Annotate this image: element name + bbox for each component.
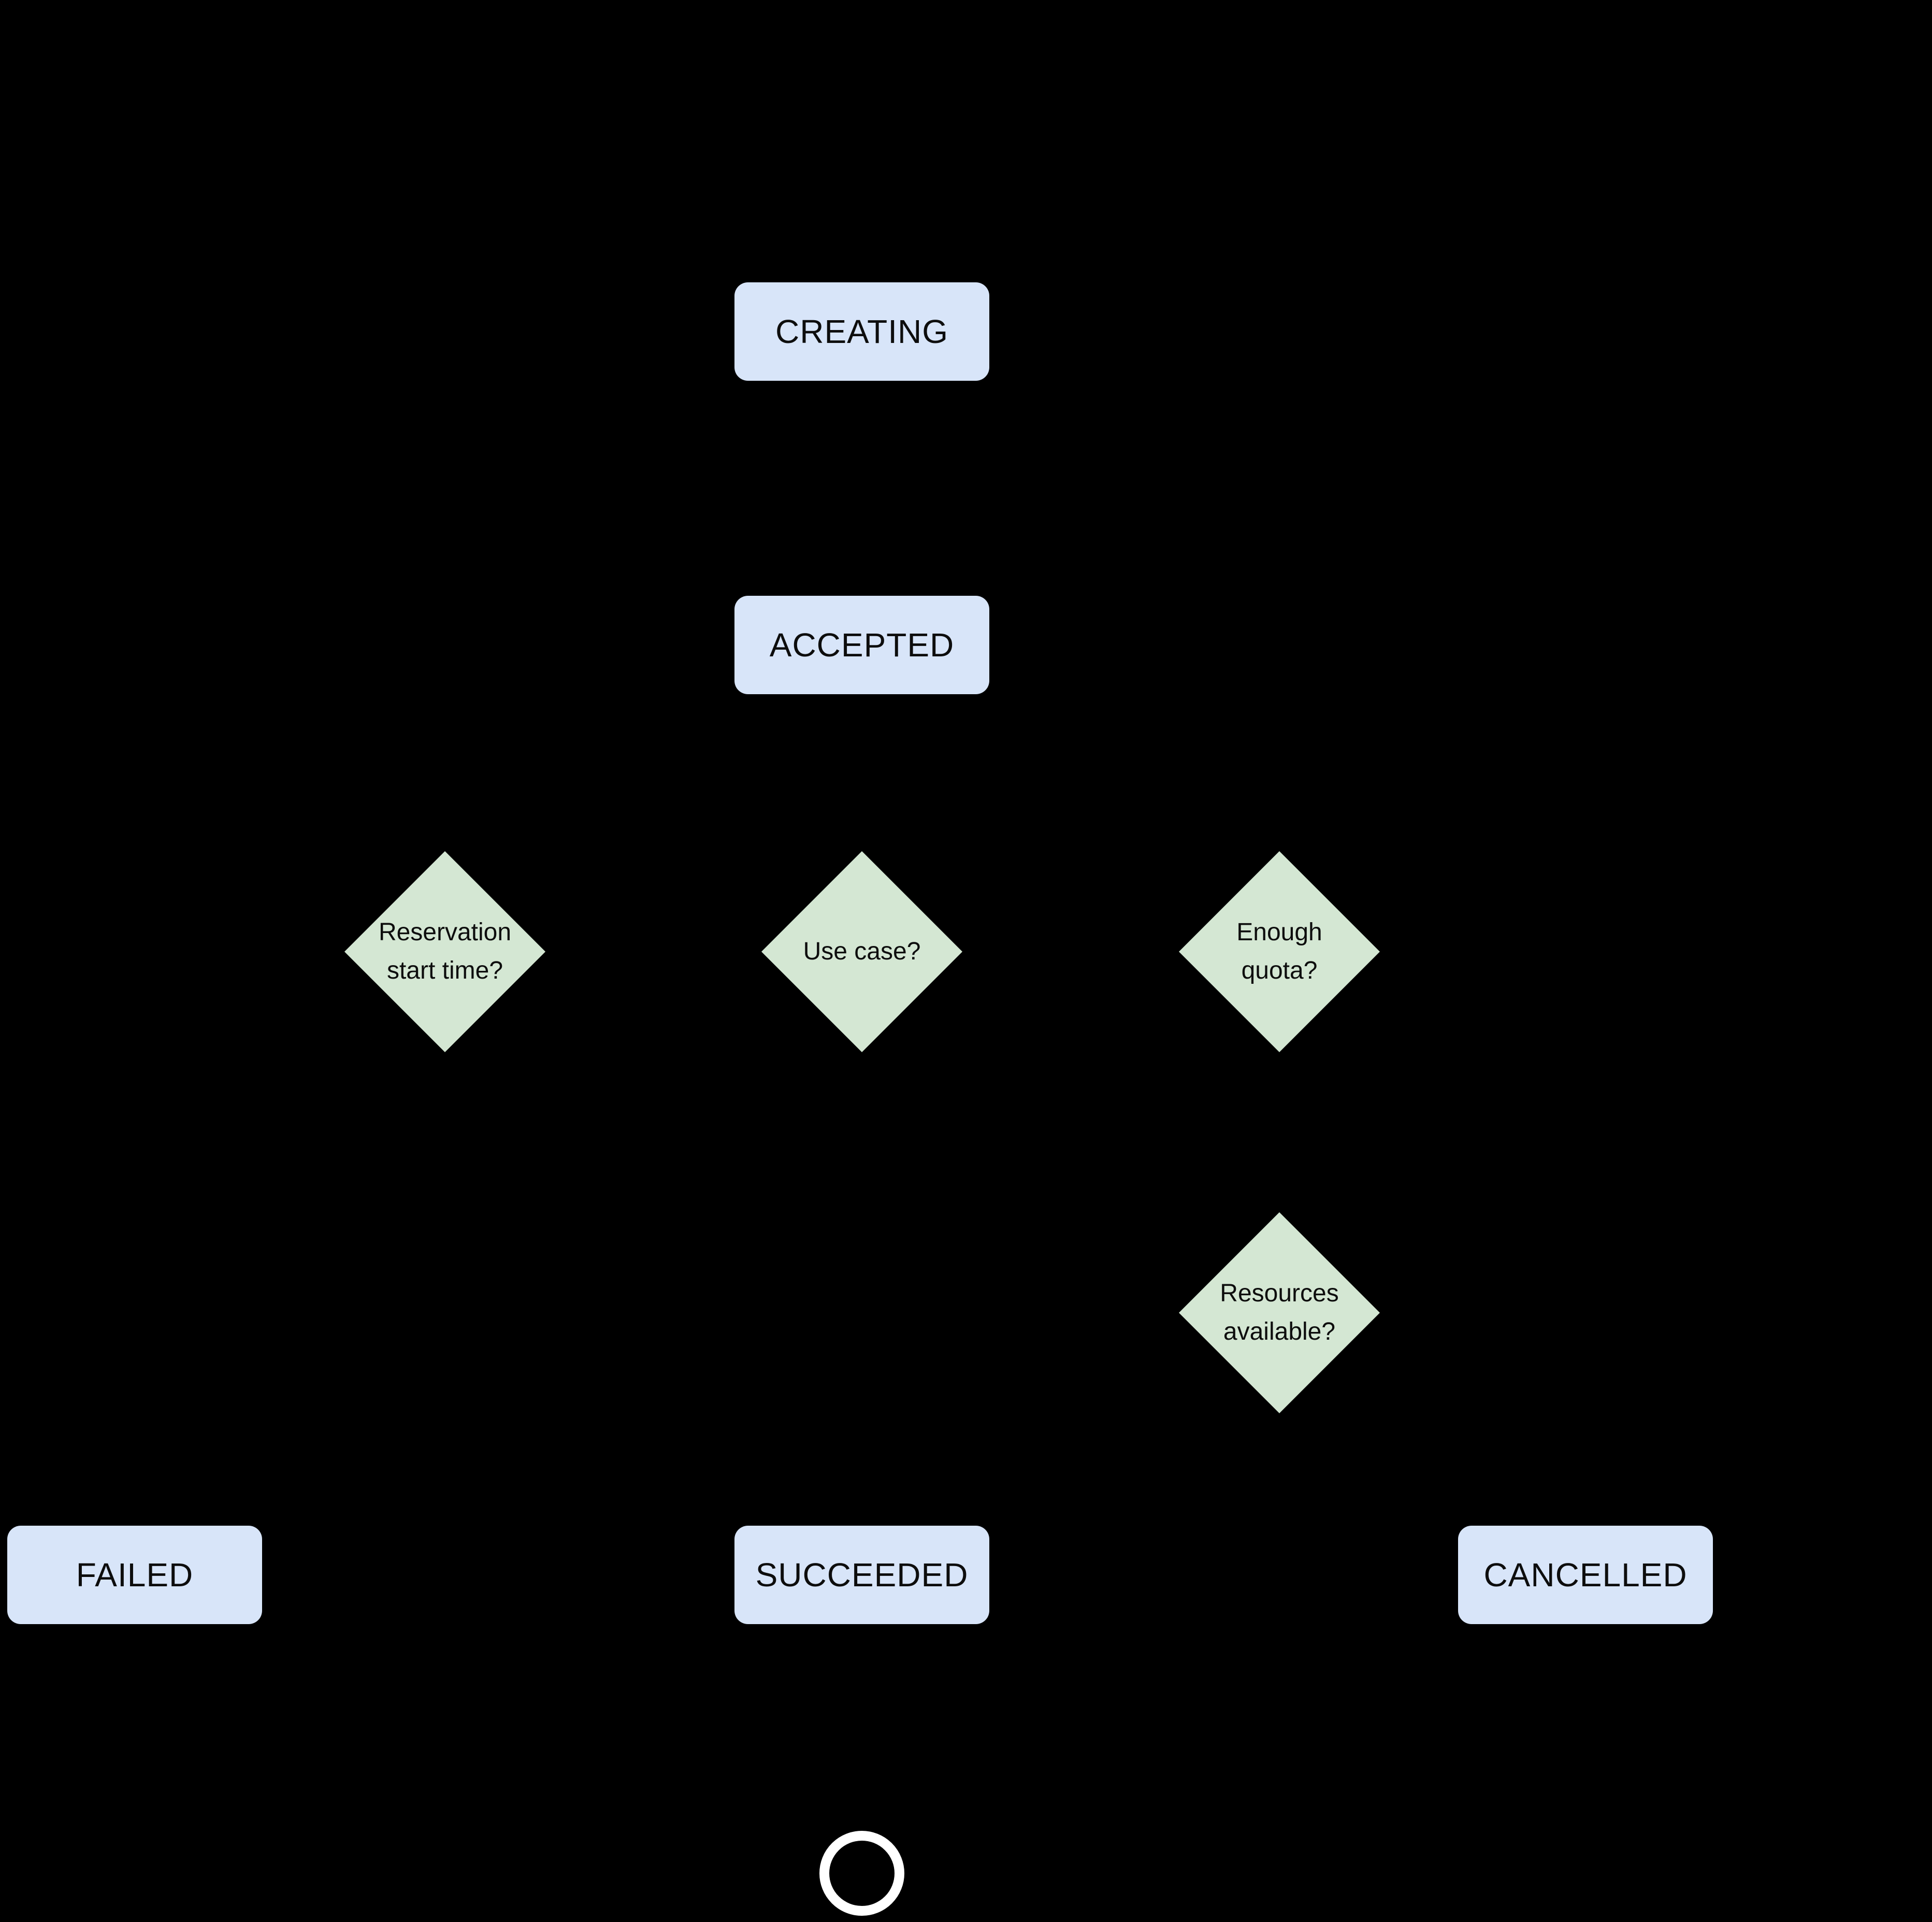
decision-resources-available: Resources available? bbox=[1179, 1212, 1380, 1413]
decision-enough-quota-line1: Enough bbox=[1236, 919, 1322, 946]
decision-resources-available-line2: available? bbox=[1223, 1318, 1336, 1345]
state-accepted: ACCEPTED bbox=[734, 596, 989, 694]
final-state-circle-icon bbox=[819, 1831, 904, 1916]
state-creating: CREATING bbox=[734, 282, 989, 381]
decision-reservation-start-time: Reservation start time? bbox=[344, 851, 545, 1052]
state-succeeded-label: SUCCEEDED bbox=[755, 1556, 969, 1594]
state-accepted-label: ACCEPTED bbox=[769, 626, 955, 664]
decision-reservation-start-time-line2: start time? bbox=[386, 957, 503, 984]
decision-enough-quota: Enough quota? bbox=[1179, 851, 1380, 1052]
decision-use-case-line1: Use case? bbox=[803, 938, 921, 965]
decision-reservation-start-time-line1: Reservation bbox=[378, 919, 512, 946]
state-failed-label: FAILED bbox=[76, 1556, 194, 1594]
state-failed: FAILED bbox=[7, 1526, 262, 1624]
decision-use-case: Use case? bbox=[761, 851, 962, 1052]
state-succeeded: SUCCEEDED bbox=[734, 1526, 989, 1624]
state-cancelled: CANCELLED bbox=[1458, 1526, 1713, 1624]
decision-enough-quota-line2: quota? bbox=[1241, 957, 1318, 984]
decision-resources-available-line1: Resources bbox=[1220, 1280, 1339, 1307]
state-cancelled-label: CANCELLED bbox=[1483, 1556, 1688, 1594]
state-creating-label: CREATING bbox=[775, 313, 948, 350]
